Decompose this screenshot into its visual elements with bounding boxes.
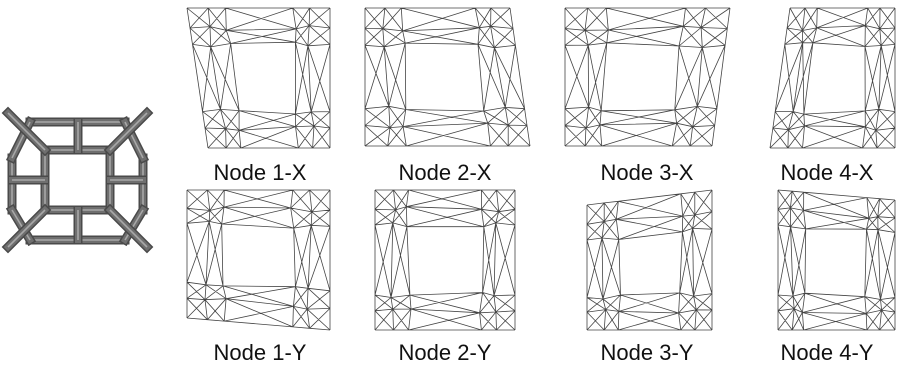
caption-node-2-y: Node 2-Y: [398, 340, 492, 365]
truss-bar: [1, 106, 52, 157]
mesh-panel-2: [364, 7, 531, 147]
caption-node-2-x: Node 2-X: [398, 160, 492, 185]
mesh-panel-3: [564, 7, 731, 147]
caption-node-1-x: Node 1-X: [213, 160, 307, 185]
truss-bar: [5, 203, 37, 247]
truss-structure-icon: [1, 106, 154, 254]
truss-bar: [118, 203, 150, 247]
mesh-panels: [186, 7, 896, 331]
mesh-panel-4: [769, 7, 896, 149]
caption-node-3-y: Node 3-Y: [600, 340, 694, 365]
truss-bar: [103, 203, 154, 254]
mesh-panel-8: [777, 189, 896, 331]
caption-node-4-y: Node 4-Y: [780, 340, 874, 365]
mesh-panel-5: [186, 189, 331, 331]
caption-node-3-x: Node 3-X: [600, 160, 694, 185]
truss-bar: [1, 203, 52, 254]
caption-node-4-x: Node 4-X: [780, 160, 874, 185]
mesh-panel-6: [374, 189, 516, 331]
mesh-panel-7: [586, 189, 713, 331]
mesh-panel-1: [186, 7, 331, 149]
caption-node-1-y: Node 1-Y: [213, 340, 307, 365]
truss-bar: [103, 106, 154, 157]
